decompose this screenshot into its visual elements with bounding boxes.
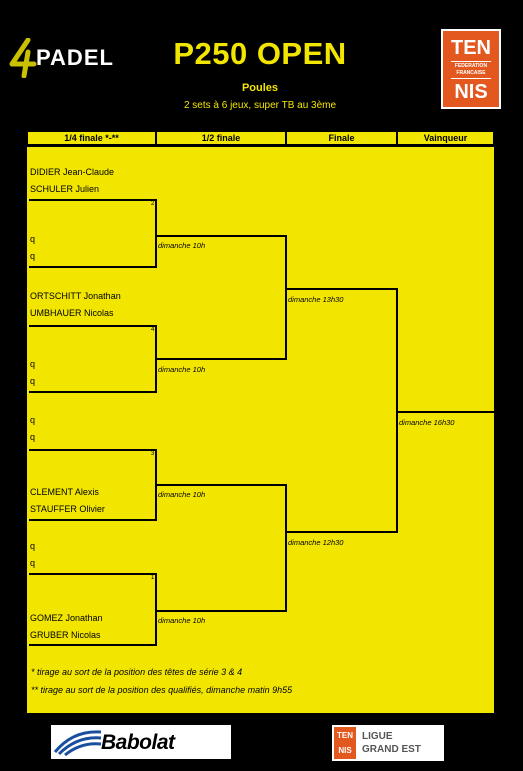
- bracket-connector: [155, 573, 157, 646]
- player-entry: q: [30, 376, 36, 386]
- final-line: [286, 531, 397, 533]
- header-winner: Vainqueur: [397, 131, 494, 145]
- bracket-connector: [285, 484, 287, 612]
- bracket-line: [29, 266, 156, 268]
- semi-line: [156, 235, 286, 237]
- player-entry: UMBHAUER Nicolas: [30, 308, 114, 318]
- fft-logo-divider: [451, 78, 491, 79]
- player-entry: STAUFFER Olivier: [30, 504, 105, 514]
- player-entry: CLEMENT Alexis: [30, 487, 99, 497]
- ligue-fft-mini-logo: TEN NIS: [334, 727, 356, 759]
- bracket-connector: [155, 449, 157, 521]
- footnote: ** tirage au sort de la position des qua…: [31, 685, 293, 695]
- player-entry: GRUBER Nicolas: [30, 630, 101, 640]
- semi-line: [156, 484, 286, 486]
- player-entry: q: [30, 541, 36, 551]
- bracket-connector: [155, 199, 157, 268]
- page-subtitle: Poules: [241, 82, 279, 94]
- header-final: Finale: [286, 131, 397, 145]
- semi-line: [156, 358, 286, 360]
- semi-schedule: dimanche 10h: [158, 241, 206, 250]
- babolat-wordmark: Babolat: [101, 731, 175, 754]
- bracket-connector: [155, 325, 157, 393]
- bracket-panel: * tirage au sort de la position des tête…: [27, 147, 494, 713]
- header-quarter-final: 1/4 finale *-**: [27, 131, 156, 145]
- player-entry: q: [30, 234, 36, 244]
- player-entry: GOMEZ Jonathan: [30, 613, 103, 623]
- semi-schedule: dimanche 10h: [158, 365, 206, 374]
- winner-line: [397, 411, 494, 413]
- seed-number: 4: [151, 327, 155, 333]
- match-format: 2 sets à 6 jeux, super TB au 3ème: [183, 100, 337, 111]
- bracket-line: [29, 325, 156, 327]
- seed-number: 2: [151, 201, 155, 207]
- fft-logo-divider: [451, 61, 491, 62]
- padel-wordmark: PADEL: [36, 45, 114, 70]
- player-entry: q: [30, 415, 36, 425]
- babolat-logo: Babolat: [51, 725, 231, 759]
- bracket-connector: [396, 288, 398, 533]
- seed-number: 1: [151, 575, 155, 581]
- player-entry: q: [30, 558, 36, 568]
- fft-logo-line2: FRANCAISE: [456, 70, 486, 76]
- fft-logo: TEN FEDERATION FRANCAISE NIS: [441, 29, 501, 109]
- fft-logo-top: TEN: [451, 37, 491, 59]
- header-semi-final: 1/2 finale: [156, 131, 286, 145]
- player-entry: ORTSCHITT Jonathan: [30, 291, 121, 301]
- babolat-strings-icon: [53, 730, 102, 756]
- winner-schedule: dimanche 16h30: [399, 418, 455, 427]
- semi-schedule: dimanche 10h: [158, 616, 206, 625]
- ligue-line1: LIGUE: [362, 731, 393, 742]
- bracket-line: [29, 644, 156, 646]
- ligue-grand-est-logo: TEN NIS LIGUE GRAND EST: [332, 725, 444, 761]
- ligue-line2: GRAND EST: [362, 744, 421, 755]
- bracket-line: [29, 199, 156, 201]
- player-entry: q: [30, 432, 36, 442]
- bracket-column-headers: 1/4 finale *-** 1/2 finale Finale Vainqu…: [27, 131, 494, 147]
- bracket-line: [29, 573, 156, 575]
- bracket-line: [29, 391, 156, 393]
- bracket-connector: [285, 235, 287, 360]
- seed-number: 3: [151, 451, 155, 457]
- player-entry: DIDIER Jean-Claude: [30, 167, 115, 177]
- final-schedule: dimanche 13h30: [288, 295, 344, 304]
- player-entry: q: [30, 251, 36, 261]
- player-entry: q: [30, 359, 36, 369]
- bracket-line: [29, 449, 156, 451]
- 4padel-logo: PADEL: [6, 38, 146, 78]
- ligue-mini-bottom: NIS: [338, 746, 352, 755]
- final-schedule: dimanche 12h30: [288, 538, 344, 547]
- final-line: [286, 288, 397, 290]
- player-entry: SCHULER Julien: [30, 184, 100, 194]
- fft-logo-line1: FEDERATION: [454, 63, 488, 69]
- ligue-mini-top: TEN: [337, 731, 353, 740]
- four-logo-icon: [9, 38, 37, 78]
- semi-schedule: dimanche 10h: [158, 490, 206, 499]
- footnote: * tirage au sort de la position des tête…: [31, 667, 243, 677]
- bracket-line: [29, 519, 156, 521]
- semi-line: [156, 610, 286, 612]
- page-title: P250 OPEN: [173, 36, 347, 71]
- fft-logo-bottom: NIS: [454, 81, 488, 103]
